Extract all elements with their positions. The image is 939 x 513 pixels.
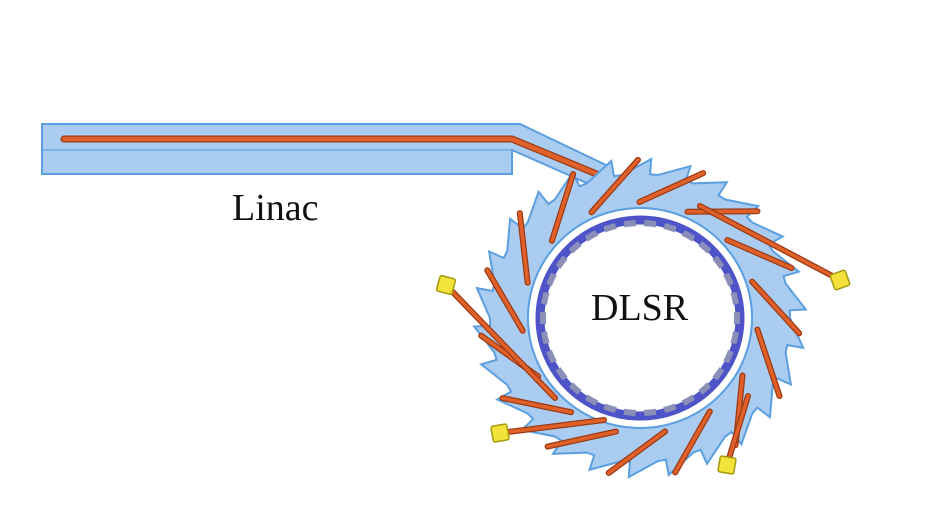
magnet-block	[585, 230, 599, 243]
beamline-core	[637, 171, 705, 204]
beamline-core	[589, 158, 640, 215]
magnet-block	[681, 230, 695, 243]
magnet-block	[556, 256, 569, 270]
magnet-block	[711, 256, 724, 270]
endstation-bottom	[717, 455, 737, 475]
magnet-block	[697, 241, 711, 255]
long-beamlines	[443, 203, 843, 468]
magnet-block	[681, 393, 695, 406]
beamline-core	[550, 172, 575, 243]
beamline-core	[500, 396, 573, 414]
linac-label: Linac	[232, 187, 319, 229]
beamline-core	[673, 409, 712, 475]
magnet-block	[585, 393, 599, 406]
endstation-left	[435, 274, 457, 296]
beamline-core	[485, 268, 525, 333]
end-stations	[435, 269, 851, 475]
beamline-core	[545, 429, 618, 449]
linac	[41, 123, 644, 196]
beamline-core	[685, 209, 760, 214]
endstation-right	[829, 269, 851, 291]
magnet-block	[569, 241, 583, 255]
magnet-block	[540, 312, 548, 324]
linac-tunnel	[41, 123, 610, 190]
magnet-block	[711, 366, 724, 380]
magnet-block	[732, 312, 740, 324]
beamline-core	[750, 279, 801, 336]
beamlines	[478, 156, 803, 476]
beamline-core	[518, 211, 530, 285]
magnet-block	[697, 381, 711, 395]
storage-ring	[435, 156, 851, 479]
beamline-core	[755, 327, 782, 398]
magnet-block	[556, 366, 569, 380]
beamline-core	[606, 429, 667, 475]
ring-label: DLSR	[591, 287, 689, 329]
inner-magnets	[540, 220, 740, 416]
beamline-core	[725, 238, 794, 270]
ring-inner-edge	[527, 207, 753, 429]
endstation-bottom-left	[490, 423, 510, 443]
magnet-block	[569, 381, 583, 395]
